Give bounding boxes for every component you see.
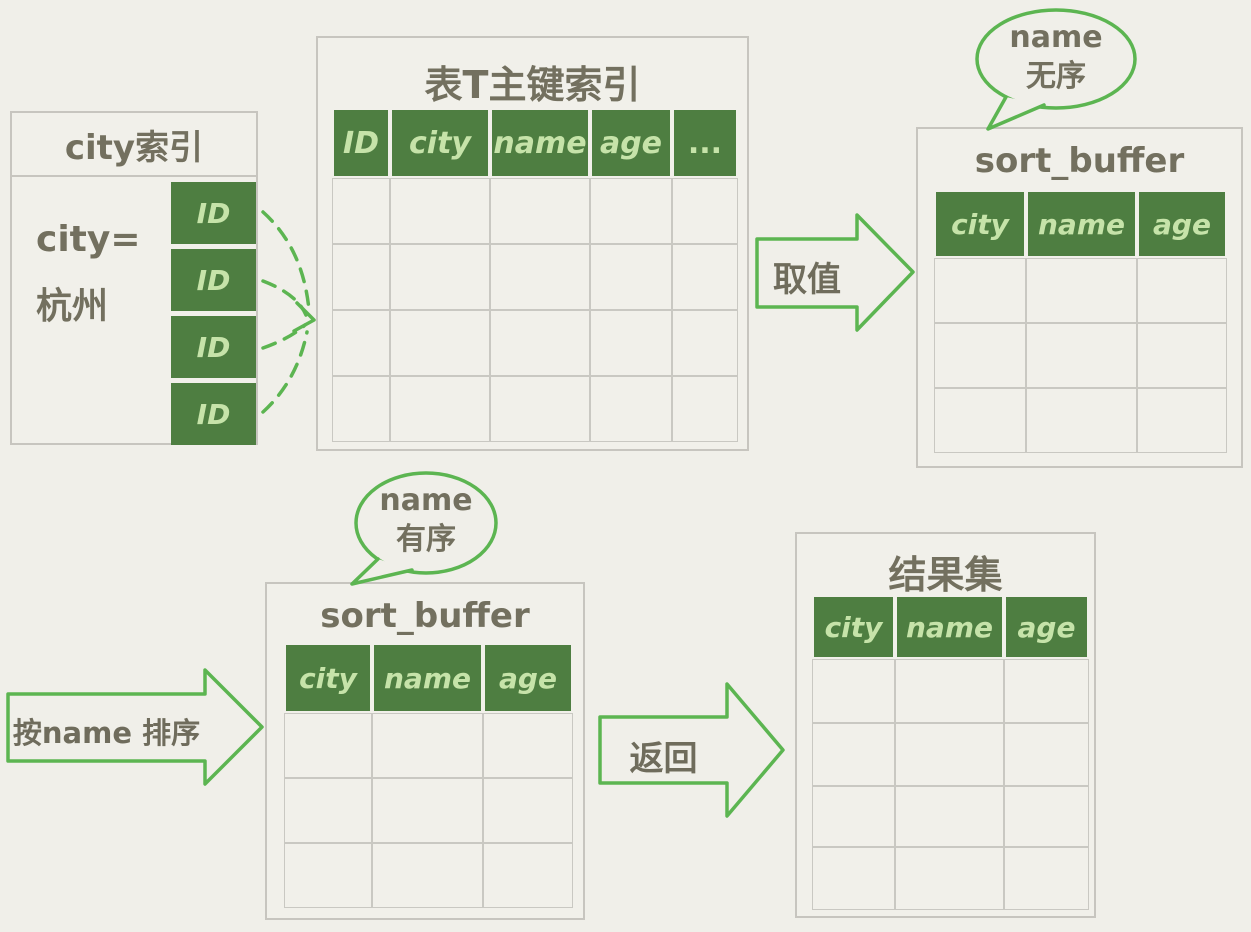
fetch-arrow-label: 取值	[773, 260, 841, 300]
empty-cell	[1004, 659, 1089, 723]
empty-cell	[1026, 258, 1137, 323]
city-index-title: city索引	[12, 113, 256, 177]
column-header-name: name	[895, 595, 1004, 659]
column-header-city: city	[390, 108, 490, 178]
empty-cell	[934, 323, 1026, 388]
empty-cell	[390, 244, 490, 310]
empty-cell	[284, 713, 372, 778]
id-cell: ID	[171, 182, 256, 244]
empty-cell	[812, 659, 895, 723]
bubble-sorted-line2: 有序	[396, 522, 456, 557]
empty-cell	[332, 178, 390, 244]
sort-buffer-sorted-title: sort_buffer	[320, 596, 530, 636]
primary-key-index-table: 表T主键索引 ID city name age ...	[316, 36, 749, 451]
empty-cell	[483, 713, 573, 778]
column-header-name: name	[372, 643, 483, 713]
bubble-unsorted-text: name 无序	[977, 18, 1135, 96]
empty-cell	[490, 310, 590, 376]
column-header-id: ID	[332, 108, 390, 178]
empty-cell	[372, 778, 483, 843]
empty-cell	[390, 376, 490, 442]
column-header-age: age	[1004, 595, 1089, 659]
sort-arrow-label: 按name 排序	[12, 716, 201, 750]
empty-cell	[390, 310, 490, 376]
city-filter-line2: 杭州	[36, 285, 109, 327]
sort-buffer-sorted-table: sort_buffer city name age	[265, 582, 585, 920]
sort-buffer-unsorted-title: sort_buffer	[974, 141, 1185, 181]
column-header-age: age	[590, 108, 672, 178]
empty-cell	[332, 244, 390, 310]
empty-cell	[284, 843, 372, 908]
empty-cell	[372, 843, 483, 908]
city-index-body: city= 杭州 ID ID ID ID	[12, 177, 256, 445]
empty-cell	[672, 178, 738, 244]
empty-cell	[934, 388, 1026, 453]
sort-buffer-unsorted-table: sort_buffer city name age	[916, 127, 1243, 468]
sort-buffer-sorted-grid: city name age	[284, 643, 573, 908]
empty-cell	[895, 786, 1004, 847]
empty-cell	[332, 376, 390, 442]
empty-cell	[1137, 388, 1227, 453]
empty-cell	[672, 244, 738, 310]
empty-cell	[1004, 847, 1089, 910]
city-filter-text: city= 杭州	[36, 207, 141, 340]
empty-cell	[332, 310, 390, 376]
empty-cell	[390, 178, 490, 244]
empty-cell	[490, 178, 590, 244]
empty-cell	[934, 258, 1026, 323]
empty-cell	[1026, 388, 1137, 453]
empty-cell	[490, 244, 590, 310]
empty-cell	[590, 376, 672, 442]
empty-cell	[672, 310, 738, 376]
column-header-city: city	[284, 643, 372, 713]
empty-cell	[490, 376, 590, 442]
empty-cell	[895, 847, 1004, 910]
empty-cell	[895, 723, 1004, 786]
column-header-name: name	[1026, 190, 1137, 258]
empty-cell	[1137, 323, 1227, 388]
empty-cell	[812, 847, 895, 910]
column-header-age: age	[1137, 190, 1227, 258]
dashed-connector	[261, 210, 311, 414]
empty-cell	[590, 244, 672, 310]
empty-cell	[372, 713, 483, 778]
empty-cell	[1137, 258, 1227, 323]
id-cell: ID	[171, 249, 256, 311]
id-cell: ID	[171, 316, 256, 378]
empty-cell	[895, 659, 1004, 723]
empty-cell	[590, 178, 672, 244]
primary-key-index-title: 表T主键索引	[424, 63, 641, 107]
result-set-title: 结果集	[888, 553, 1003, 597]
bubble-unsorted-line1: name	[1009, 20, 1103, 55]
column-header-ellipsis: ...	[672, 108, 738, 178]
bubble-unsorted-line2: 无序	[1026, 59, 1086, 94]
sort-buffer-unsorted-grid: city name age	[934, 190, 1227, 453]
city-index-table: city索引 city= 杭州 ID ID ID ID	[10, 111, 258, 445]
empty-cell	[1004, 786, 1089, 847]
empty-cell	[590, 310, 672, 376]
bubble-sorted-line1: name	[379, 483, 473, 518]
empty-cell	[812, 723, 895, 786]
id-cell: ID	[171, 383, 256, 445]
column-header-city: city	[812, 595, 895, 659]
result-set-table: 结果集 city name age	[795, 532, 1096, 918]
primary-key-index-grid: ID city name age ...	[332, 108, 738, 442]
bubble-sorted-text: name 有序	[356, 481, 496, 559]
empty-cell	[483, 778, 573, 843]
column-header-age: age	[483, 643, 573, 713]
column-header-city: city	[934, 190, 1026, 258]
empty-cell	[812, 786, 895, 847]
column-header-name: name	[490, 108, 590, 178]
empty-cell	[284, 778, 372, 843]
id-column: ID ID ID ID	[171, 182, 256, 445]
connector-arrowhead-icon	[292, 301, 316, 333]
result-set-grid: city name age	[812, 595, 1089, 910]
empty-cell	[483, 843, 573, 908]
empty-cell	[672, 376, 738, 442]
empty-cell	[1004, 723, 1089, 786]
return-arrow-label: 返回	[629, 739, 698, 779]
city-filter-line1: city=	[36, 219, 141, 260]
empty-cell	[1026, 323, 1137, 388]
